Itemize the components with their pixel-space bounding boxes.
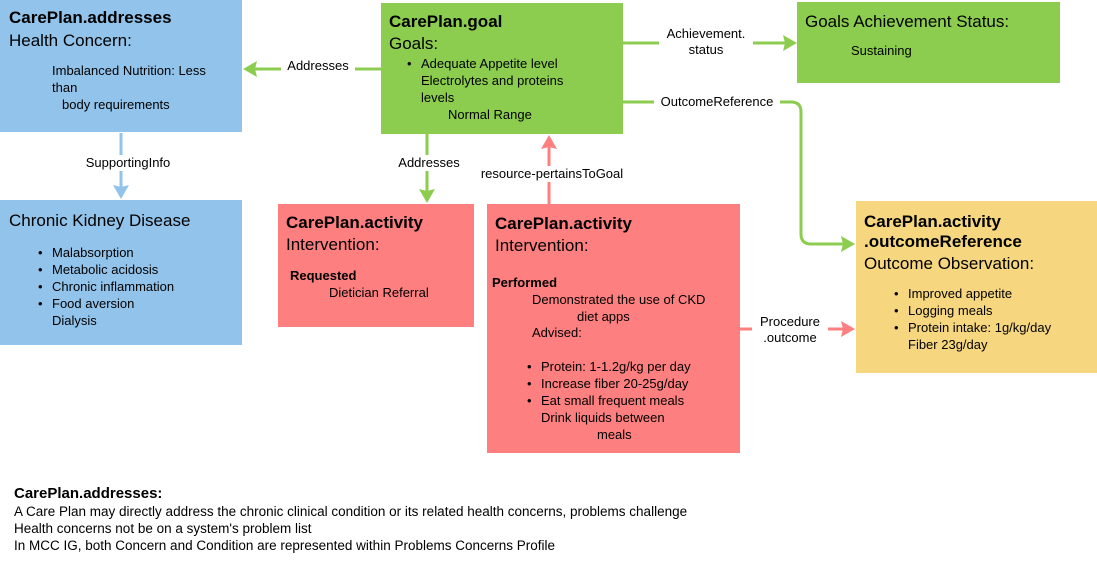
ckd-item: Dialysis bbox=[52, 313, 97, 328]
arrowhead-procedure bbox=[841, 321, 855, 337]
edge-label-addresses: Addresses bbox=[281, 58, 355, 74]
note-line-2: Health concerns not be on a system's pro… bbox=[14, 521, 312, 536]
goal-subtitle: Goals: bbox=[389, 34, 439, 53]
edge-label-outcomereference: OutcomeReference bbox=[654, 94, 780, 110]
goal-node: CarePlan.goal Goals: Adequate Appetite l… bbox=[381, 3, 623, 134]
activity-requested-status: Requested bbox=[290, 268, 357, 283]
goal-item: Normal Range bbox=[448, 107, 532, 122]
activity-performed-node: CarePlan.activity Intervention: Performe… bbox=[487, 204, 740, 453]
addresses-title: CarePlan.addresses bbox=[9, 8, 172, 27]
activity-requested-title: CarePlan.activity bbox=[286, 213, 424, 232]
outcome-item: Protein intake: 1g/kg/day bbox=[894, 319, 1051, 336]
outcome-node: CarePlan.activity .outcomeReference Outc… bbox=[856, 201, 1097, 373]
note-line-1: A Care Plan may directly address the chr… bbox=[14, 504, 688, 519]
edge-label-achievement-line2: status bbox=[688, 42, 724, 57]
activity-requested-subtitle: Intervention: bbox=[286, 235, 380, 254]
edge-label-procedure-outcome: Procedure .outcome bbox=[752, 314, 828, 346]
activity-performed-list: Protein: 1-1.2g/kg per day Increase fibe… bbox=[527, 358, 691, 443]
addresses-line-1: Imbalanced Nutrition: Less bbox=[52, 63, 206, 78]
outcome-item: Logging meals bbox=[894, 302, 1051, 319]
ckd-list: Malabsorption Metabolic acidosis Chronic… bbox=[38, 244, 174, 329]
outcome-title-line-1: CarePlan.activity bbox=[864, 212, 1002, 231]
activity-performed-item: meals bbox=[597, 427, 632, 442]
outcome-list: Improved appetite Logging meals Protein … bbox=[894, 285, 1051, 353]
edge-label-procedure-line2: .outcome bbox=[763, 330, 817, 345]
addresses-line-3: body requirements bbox=[62, 97, 170, 112]
arrowhead-outcome bbox=[841, 236, 855, 252]
goal-item: Electrolytes and proteins bbox=[421, 73, 564, 88]
addresses-subtitle: Health Concern: bbox=[9, 31, 132, 50]
activity-performed-item: Drink liquids between bbox=[541, 410, 665, 425]
edge-label-addresses-2: Addresses bbox=[392, 155, 466, 171]
note-title: CarePlan.addresses: bbox=[14, 485, 163, 502]
activity-performed-line-3: Advised: bbox=[532, 325, 582, 340]
edge-label-pertainstogoal: resource-pertainsToGoal bbox=[480, 166, 624, 182]
outcome-item: Fiber 23g/day bbox=[908, 337, 988, 352]
activity-performed-line-1: Demonstrated the use of CKD bbox=[532, 292, 706, 307]
goal-title: CarePlan.goal bbox=[389, 12, 503, 31]
status-title: Goals Achievement Status: bbox=[805, 12, 1010, 31]
goal-item: Adequate Appetite level bbox=[407, 55, 563, 72]
activity-performed-item: Eat small frequent meals bbox=[527, 392, 691, 409]
arrowhead-addresses bbox=[243, 61, 257, 77]
activity-performed-line-2: diet apps bbox=[577, 309, 630, 324]
goal-list: Adequate Appetite level Electrolytes and… bbox=[407, 55, 564, 123]
goal-item: levels bbox=[421, 90, 455, 105]
outcome-subtitle: Outcome Observation: bbox=[864, 254, 1035, 273]
arrowhead-activity bbox=[419, 189, 435, 203]
ckd-item: Food aversion bbox=[38, 295, 174, 312]
activity-performed-item: Protein: 1-1.2g/kg per day bbox=[527, 358, 691, 375]
ckd-item: Chronic inflammation bbox=[38, 278, 174, 295]
activity-requested-detail: Dietician Referral bbox=[329, 285, 429, 300]
edge-label-procedure-line1: Procedure bbox=[760, 314, 820, 329]
activity-performed-status: Performed bbox=[492, 275, 558, 290]
activity-performed-item: Increase fiber 20-25g/day bbox=[527, 375, 691, 392]
ckd-item: Malabsorption bbox=[38, 244, 174, 261]
addresses-node: CarePlan.addresses Health Concern: Imbal… bbox=[0, 0, 242, 132]
edge-label-achievement-line1: Achievement. bbox=[666, 26, 746, 41]
note-line-3: In MCC IG, both Concern and Condition ar… bbox=[14, 538, 556, 553]
arrowhead-status bbox=[783, 35, 797, 51]
outcome-item: Improved appetite bbox=[894, 285, 1051, 302]
edge-label-achievement: Achievement. status bbox=[659, 26, 753, 58]
outcome-title-line-2: .outcomeReference bbox=[864, 232, 1022, 251]
status-node: Goals Achievement Status: Sustaining bbox=[797, 2, 1060, 83]
arrowhead-ckd bbox=[113, 185, 129, 199]
activity-requested-node: CarePlan.activity Intervention: Requeste… bbox=[278, 204, 474, 327]
arrowhead-goal bbox=[541, 135, 557, 149]
ckd-title: Chronic Kidney Disease bbox=[9, 211, 191, 230]
addresses-line-2: than bbox=[52, 80, 78, 95]
edge-goal-to-outcome bbox=[623, 100, 845, 246]
activity-performed-subtitle: Intervention: bbox=[495, 236, 589, 255]
ckd-node: Chronic Kidney Disease Malabsorption Met… bbox=[0, 200, 242, 345]
activity-performed-title: CarePlan.activity bbox=[495, 214, 633, 233]
edge-label-supportinginfo: SupportingInfo bbox=[78, 155, 178, 171]
status-value: Sustaining bbox=[851, 43, 912, 58]
ckd-item: Metabolic acidosis bbox=[38, 261, 174, 278]
